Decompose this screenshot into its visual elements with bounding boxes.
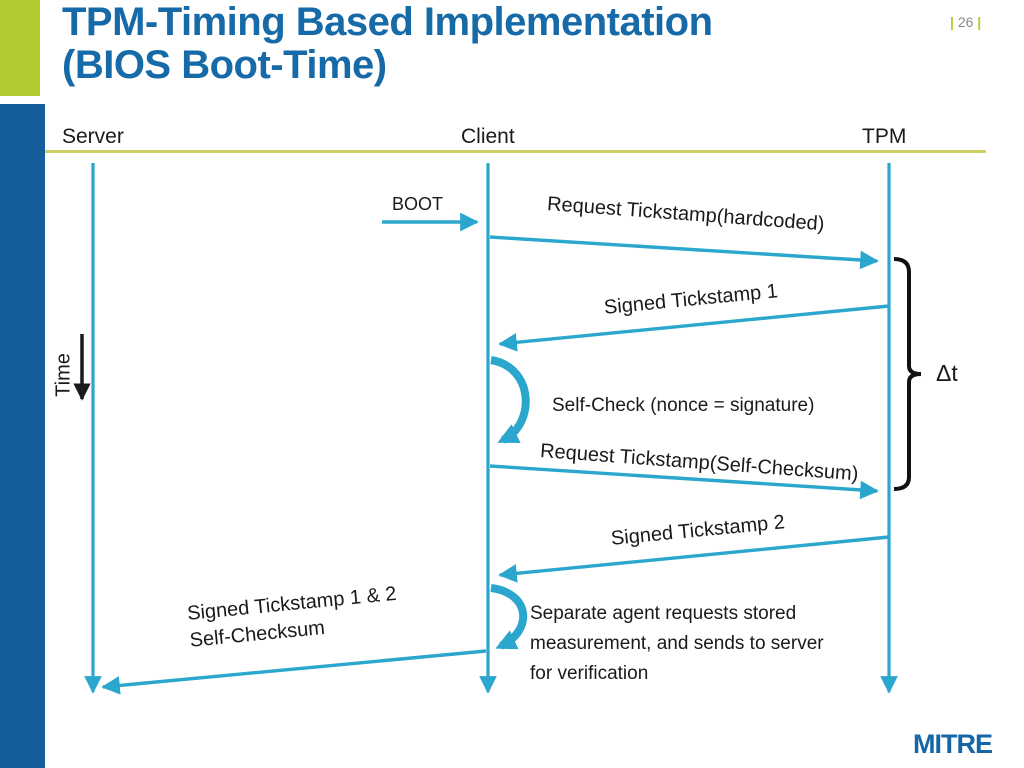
accent-bar-blue <box>0 104 45 768</box>
signed-tickstamp-1-2-arrow <box>101 649 487 695</box>
lifeline-header-client: Client <box>461 125 515 148</box>
accent-bar-lime <box>0 0 40 96</box>
signed-tickstamp-2-arrow <box>498 535 890 583</box>
lifeline-header-server: Server <box>62 125 124 148</box>
mitre-logo: MITRE <box>913 729 993 759</box>
title-line-2: (BIOS Boot-Time) <box>62 43 387 88</box>
page-number-pipe-right: | <box>977 14 982 30</box>
signed-tickstamp-1-arrow <box>498 304 890 352</box>
header-underline <box>45 150 986 153</box>
page-number: | 26 | <box>950 14 981 30</box>
note-line-1: Separate agent requests stored <box>530 603 797 624</box>
request-tickstamp-hardcoded-arrow <box>489 235 879 270</box>
note-line-3: for verification <box>530 663 649 685</box>
title-line-1: TPM-Timing Based Implementation <box>62 0 713 44</box>
time-axis-label: Time <box>52 353 75 397</box>
lifeline-header-tpm: TPM <box>862 125 907 148</box>
request-tickstamp-self-checksum-arrow <box>489 464 879 500</box>
page-number-value: 26 <box>957 14 974 30</box>
page-title: TPM-Timing Based Implementation (BIOS Bo… <box>62 0 942 88</box>
self-check-label: Self-Check (nonce = signature) <box>552 395 815 416</box>
delta-t-label: Δt <box>936 360 958 386</box>
boot-label: BOOT <box>392 194 444 214</box>
separate-agent-loop-arrow <box>490 584 528 650</box>
self-check-loop-arrow <box>490 356 530 444</box>
note-line-2: measurement, and sends to server <box>530 633 824 655</box>
page-number-pipe-left: | <box>950 14 954 30</box>
delta-t-brace <box>893 257 922 491</box>
separate-agent-note: Separate agent requests stored measureme… <box>530 599 824 689</box>
